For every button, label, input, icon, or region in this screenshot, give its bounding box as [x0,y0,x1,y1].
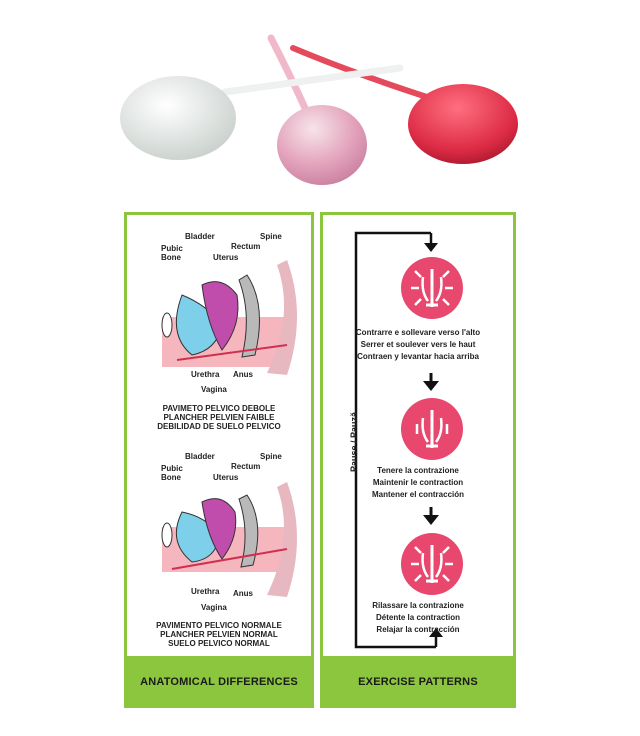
white-ball [120,76,236,160]
pause-bracket [354,231,443,649]
up-arrow-icon [429,628,443,637]
label-pubic-bone: Pubic Bone [161,244,183,262]
label-urethra-normal: Urethra [191,587,220,596]
pink-ball [277,105,367,185]
label-vagina-normal: Vagina [201,603,227,612]
relax-icon [401,533,463,595]
label-spine: Spine [260,232,282,241]
label-spine-normal: Spine [260,452,282,461]
label-rectum-normal: Rectum [231,462,261,471]
label-bladder: Bladder [185,232,215,241]
label-bladder-normal: Bladder [185,452,215,461]
step-relax-text: Rilassare la contrazione Détente la cont… [372,601,464,634]
red-ball [408,84,518,164]
label-pubic-bone-normal: Pubic Bone [161,464,183,482]
hold-icon [401,398,463,460]
label-rectum: Rectum [231,242,261,251]
normal-pelvic-floor-diagram [161,482,297,597]
label-uterus: Uterus [213,253,239,262]
label-anus-normal: Anus [233,589,253,598]
anatomical-differences-panel: Bladder Pubic Bone Uterus Rectum Spine U… [124,212,314,708]
exercise-patterns-footer: EXERCISE PATTERNS [320,656,516,708]
contract-icon [401,257,463,319]
label-vagina: Vagina [201,385,227,394]
anatomical-differences-footer: ANATOMICAL DIFFERENCES [124,656,314,708]
label-urethra: Urethra [191,370,220,379]
step-hold-text: Tenere la contrazione Maintenir le contr… [371,466,465,499]
weak-caption: PAVIMETO PELVICO DEBOLE PLANCHER PELVIEN… [157,404,281,431]
pink-ball-stem [267,34,309,112]
down-arrow-icon-3 [423,515,439,525]
white-ball-stem [221,64,404,96]
step-contract-text: Contrarre e sollevare verso l'alto Serre… [355,328,481,361]
weak-pelvic-floor-diagram [161,260,297,375]
label-anus: Anus [233,370,253,379]
exercise-patterns-panel: Pause / Pauză Contrarre e sollevare vers… [320,212,516,708]
label-uterus-normal: Uterus [213,473,239,482]
down-arrow-icon-2 [423,381,439,391]
normal-caption: PAVIMENTO PELVICO NORMALE PLANCHER PELVI… [156,621,282,648]
down-arrow-icon [424,243,438,252]
product-photo-kegel-balls [120,34,518,185]
